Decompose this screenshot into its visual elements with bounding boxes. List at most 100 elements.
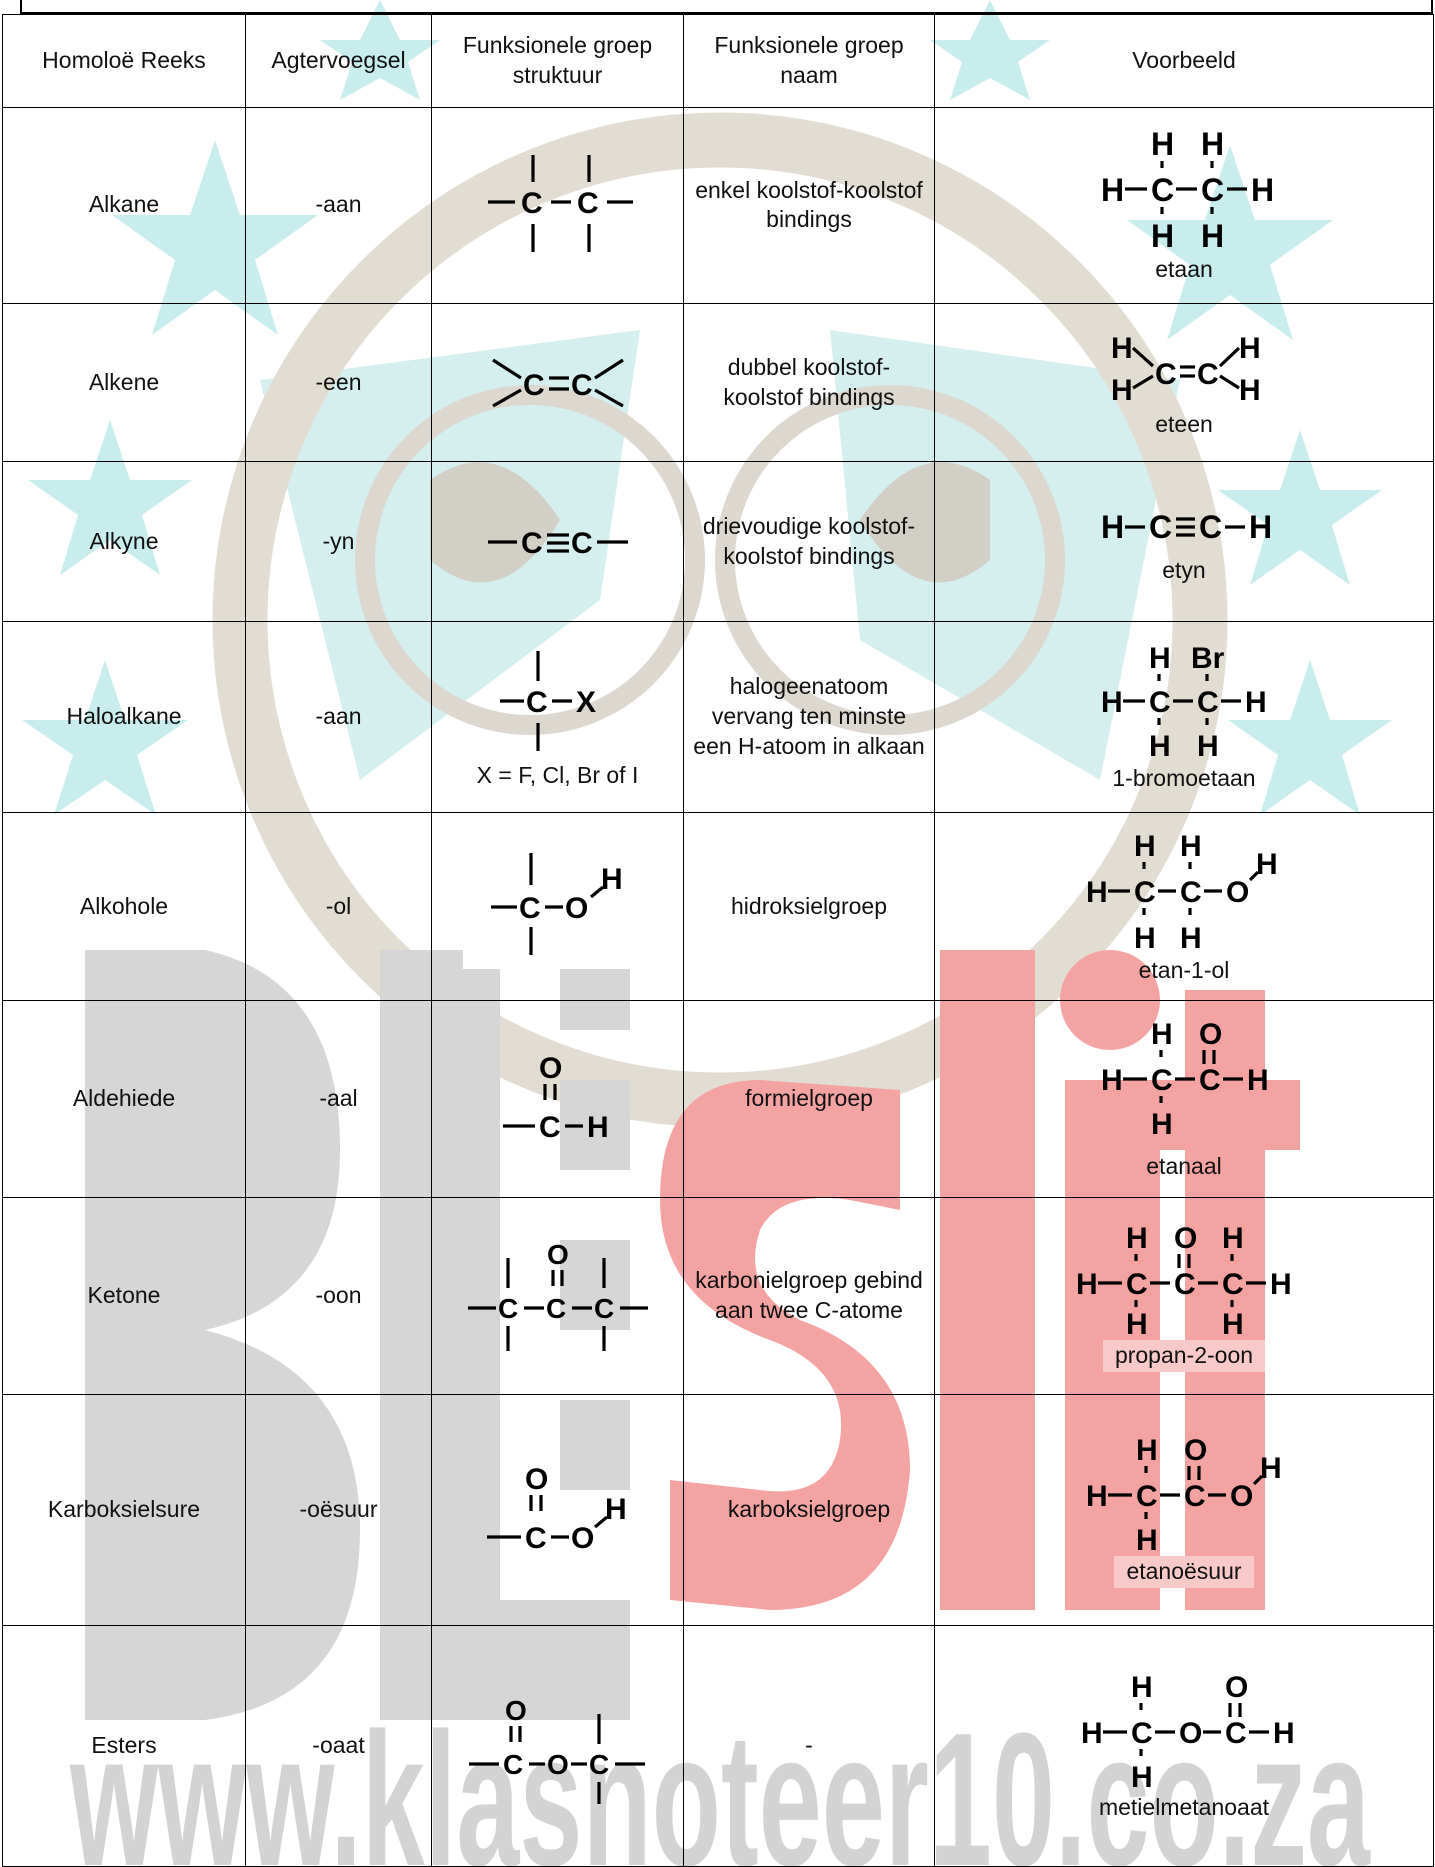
svg-text:H: H [1201,126,1224,162]
fg-name-cell: drievoudige koolstof-koolstof bindings [683,461,935,622]
svg-text:H: H [1201,218,1224,253]
svg-text:H: H [1239,332,1261,365]
fg-name-cell: karbonielgroep gebind aan twee C-atome [683,1196,935,1395]
series-cell: Karboksielsure [2,1393,246,1626]
suffix-cell: -een [245,302,432,463]
svg-text:C: C [1184,1480,1206,1513]
svg-text:C: C [1151,1064,1173,1097]
suffix-cell: -aal [245,1000,432,1198]
svg-text:H: H [1086,876,1108,909]
svg-text:Br: Br [1191,642,1225,675]
svg-text:C: C [1131,1717,1153,1750]
svg-text:O: O [1199,1018,1222,1051]
fg-name-cell: enkel koolstof-koolstof bindings [683,107,935,304]
svg-text:C: C [1225,1717,1247,1750]
svg-text:H: H [1151,1018,1173,1051]
fg-name-cell: dubbel koolstof-koolstof bindings [683,302,935,463]
svg-text:C: C [1136,1480,1158,1513]
svg-text:C: C [521,187,543,220]
fg-structure-cell: O C O C [431,1624,684,1867]
svg-text:H: H [1081,1717,1103,1750]
svg-text:O: O [539,1052,562,1085]
table-row: Esters -oaat O C O C - H [2,1624,1434,1867]
example-name: etanoësuur [1114,1555,1254,1588]
svg-text:O: O [1226,876,1249,909]
series-cell: Haloalkane [2,620,246,814]
svg-text:C: C [1155,358,1177,391]
fg-structure-box: C O H [462,836,653,969]
series-cell: Alkane [2,107,246,304]
series-cell: Esters [2,1624,246,1867]
table-row: Karboksielsure -oësuur O C O H karboksie… [2,1393,1434,1626]
example-name: etaan [1155,256,1213,283]
svg-text:C: C [577,187,599,220]
svg-text:O: O [547,1749,569,1780]
svg-text:H: H [587,1111,609,1144]
svg-text:C: C [498,1293,518,1324]
alkyne-structure: C C [487,527,628,560]
svg-text:H: H [1151,126,1174,162]
fg-name-cell: formielgroep [683,1000,935,1198]
example-name: propan-2-oon [1102,1340,1266,1372]
svg-text:H: H [1247,1064,1269,1097]
svg-text:H: H [1134,830,1156,863]
svg-text:C: C [571,527,593,560]
fg-name-cell: halogeenatoom vervang ten minste een H-a… [683,620,935,814]
ethene-structure: HH C C HH [1111,332,1261,407]
example-name: etanaal [1146,1153,1222,1180]
header-fg-structure: Funksionele groep struktuur [431,14,684,108]
suffix-cell: -oësuur [245,1393,432,1626]
svg-text:H: H [1101,686,1123,719]
fg-structure-cell: O C O H [431,1393,684,1626]
fg-structure-cell: C O H [431,812,684,1002]
svg-text:H: H [1239,374,1261,407]
svg-text:H: H [1149,730,1171,762]
svg-text:H: H [1222,1308,1244,1338]
svg-text:C: C [589,1749,609,1780]
halogen-note: X = F, Cl, Br of I [476,762,639,789]
svg-text:O: O [1225,1671,1248,1704]
haloalkane-structure: C X [499,651,596,752]
svg-text:C: C [1197,358,1219,391]
svg-text:H: H [1197,730,1219,762]
svg-text:H: H [1256,848,1278,881]
svg-text:H: H [1222,1222,1244,1255]
example-cell: H C C H etyn [934,461,1434,622]
fg-structure-cell: O C C C [431,1196,684,1395]
svg-text:H: H [1086,1480,1108,1513]
suffix-cell: -oaat [245,1624,432,1867]
suffix-cell: -yn [245,461,432,622]
svg-text:H: H [1101,1064,1123,1097]
fg-structure-cell: C X X = F, Cl, Br of I [431,620,684,814]
svg-text:H: H [1249,509,1272,545]
svg-text:H: H [1245,686,1267,719]
svg-text:C: C [526,686,548,719]
svg-text:O: O [1184,1434,1207,1467]
svg-text:H: H [1151,1108,1173,1138]
example-name: eteen [1155,410,1213,437]
header-series: Homoloë Reeks [2,14,246,108]
series-cell: Ketone [2,1196,246,1395]
svg-text:O: O [565,892,588,925]
table-row: Ketone -oon O C C C karbonielgroep gebi [2,1196,1434,1395]
ethyne-structure: H C C H [1101,509,1272,545]
svg-text:C: C [519,892,541,925]
svg-text:H: H [1101,509,1124,545]
fg-structure-cell: C C [431,302,684,463]
ketone-structure: O C C C [467,1239,648,1351]
svg-text:O: O [571,1522,594,1555]
svg-text:O: O [1230,1480,1253,1513]
svg-text:C: C [1199,509,1222,545]
